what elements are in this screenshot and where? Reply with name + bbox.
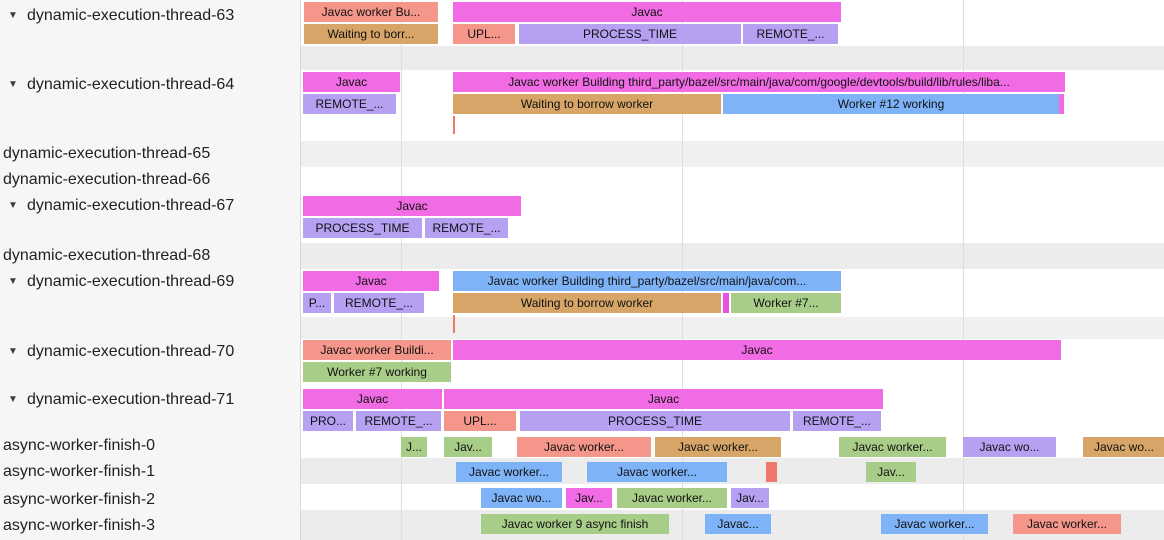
thread-row-dynamic-execution-thread-68[interactable]: dynamic-execution-thread-68	[0, 247, 300, 265]
trace-event-bar[interactable]: Javac worker...	[1013, 514, 1121, 534]
trace-event-bar[interactable]: P...	[303, 293, 331, 313]
sidebar: ▼ dynamic-execution-thread-63 ▼ dynamic-exe…	[0, 0, 300, 540]
trace-event-bar[interactable]: Worker #7 working	[303, 362, 451, 382]
trace-event-bar[interactable]: Javac worker...	[587, 462, 727, 482]
thread-name: async-worker-finish-2	[3, 491, 156, 508]
trace-event-bar[interactable]: Javac	[453, 2, 841, 22]
trace-event-tick[interactable]	[723, 293, 729, 313]
trace-event-bar[interactable]: Javac worker Building third_party/bazel/…	[453, 72, 1065, 92]
thread-row-dynamic-execution-thread-69[interactable]: ▼ dynamic-execution-thread-69	[0, 273, 300, 291]
trace-event-bar[interactable]: Javac worker...	[456, 462, 562, 482]
thread-name: dynamic-execution-thread-66	[3, 171, 211, 188]
trace-event-bar[interactable]: REMOTE_...	[356, 411, 441, 431]
thread-name: dynamic-execution-thread-65	[3, 145, 211, 162]
thread-name: dynamic-execution-thread-71	[27, 391, 235, 408]
trace-event-bar[interactable]: Javac worker...	[517, 437, 651, 457]
trace-event-tick[interactable]	[453, 315, 455, 333]
thread-name: async-worker-finish-3	[3, 517, 156, 534]
thread-name: dynamic-execution-thread-70	[27, 343, 235, 360]
trace-event-bar[interactable]: Javac worker 9 async finish	[481, 514, 669, 534]
thread-name: dynamic-execution-thread-67	[27, 197, 235, 214]
trace-event-bar[interactable]: Javac worker...	[655, 437, 781, 457]
trace-event-bar[interactable]: UPL...	[444, 411, 516, 431]
expand-triangle-icon[interactable]: ▼	[8, 10, 18, 21]
trace-event-bar[interactable]: Jav...	[444, 437, 492, 457]
thread-row-async-worker-finish-3[interactable]: async-worker-finish-3	[0, 517, 300, 535]
trace-event-bar[interactable]: Javac...	[705, 514, 771, 534]
trace-event-bar[interactable]: REMOTE_...	[334, 293, 424, 313]
thread-row-async-worker-finish-1[interactable]: async-worker-finish-1	[0, 463, 300, 481]
trace-event-bar[interactable]: PRO...	[303, 411, 353, 431]
thread-row-dynamic-execution-thread-71[interactable]: ▼ dynamic-execution-thread-71	[0, 391, 300, 409]
thread-row-async-worker-finish-2[interactable]: async-worker-finish-2	[0, 491, 300, 509]
trace-event-bar[interactable]: Javac wo...	[1083, 437, 1164, 457]
trace-event-bar[interactable]: Javac	[303, 196, 521, 216]
thread-name: async-worker-finish-0	[3, 437, 156, 454]
trace-event-bar[interactable]: Javac	[303, 389, 442, 409]
expand-triangle-icon[interactable]: ▼	[8, 276, 18, 287]
trace-event-tick[interactable]	[453, 116, 455, 134]
trace-event-bar[interactable]: REMOTE_...	[425, 218, 508, 238]
track-stripe	[301, 317, 1164, 339]
timeline-gridline	[682, 0, 683, 540]
thread-row-dynamic-execution-thread-67[interactable]: ▼ dynamic-execution-thread-67	[0, 197, 300, 215]
trace-event-bar[interactable]: UPL...	[453, 24, 515, 44]
trace-event-bar[interactable]: PROCESS_TIME	[519, 24, 741, 44]
track-stripe	[301, 141, 1164, 167]
thread-row-dynamic-execution-thread-66[interactable]: dynamic-execution-thread-66	[0, 171, 300, 189]
trace-event-bar[interactable]: Javac wo...	[963, 437, 1056, 457]
expand-triangle-icon[interactable]: ▼	[8, 79, 18, 90]
track-stripe	[301, 243, 1164, 269]
thread-row-dynamic-execution-thread-64[interactable]: ▼ dynamic-execution-thread-64	[0, 76, 300, 94]
thread-row-dynamic-execution-thread-65[interactable]: dynamic-execution-thread-65	[0, 145, 300, 163]
trace-event-bar[interactable]: REMOTE_...	[743, 24, 838, 44]
trace-event-bar[interactable]: Worker #7...	[731, 293, 841, 313]
trace-event-bar[interactable]: Javac	[453, 340, 1061, 360]
trace-event-bar[interactable]: REMOTE_...	[303, 94, 396, 114]
thread-name: dynamic-execution-thread-63	[27, 7, 235, 24]
thread-name: dynamic-execution-thread-64	[27, 76, 235, 93]
trace-event-bar[interactable]: Javac	[444, 389, 883, 409]
thread-name: dynamic-execution-thread-69	[27, 273, 235, 290]
trace-event-bar[interactable]: PROCESS_TIME	[520, 411, 790, 431]
thread-row-dynamic-execution-thread-63[interactable]: ▼ dynamic-execution-thread-63	[0, 7, 300, 25]
trace-event-bar[interactable]: Javac worker Bu...	[304, 2, 438, 22]
trace-event-bar[interactable]: Javac worker...	[617, 488, 727, 508]
thread-row-async-worker-finish-0[interactable]: async-worker-finish-0	[0, 437, 300, 455]
trace-event-bar[interactable]: Javac	[303, 271, 439, 291]
trace-event-bar[interactable]: Jav...	[866, 462, 916, 482]
trace-event-bar[interactable]: Worker #12 working	[723, 94, 1059, 114]
expand-triangle-icon[interactable]: ▼	[8, 200, 18, 211]
track-stripe	[301, 458, 1164, 484]
trace-event-tick[interactable]	[766, 462, 777, 482]
expand-triangle-icon[interactable]: ▼	[8, 394, 18, 405]
trace-event-bar[interactable]: Jav...	[566, 488, 612, 508]
trace-event-tick[interactable]	[1059, 94, 1064, 114]
thread-row-dynamic-execution-thread-70[interactable]: ▼ dynamic-execution-thread-70	[0, 343, 300, 361]
thread-name: dynamic-execution-thread-68	[3, 247, 211, 264]
trace-event-bar[interactable]: PROCESS_TIME	[303, 218, 422, 238]
trace-event-bar[interactable]: Javac worker...	[839, 437, 946, 457]
trace-event-bar[interactable]: Jav...	[731, 488, 769, 508]
trace-event-bar[interactable]: Waiting to borr...	[304, 24, 438, 44]
trace-event-bar[interactable]: Javac worker Building third_party/bazel/…	[453, 271, 841, 291]
trace-event-bar[interactable]: Javac wo...	[481, 488, 562, 508]
timeline-gridline	[963, 0, 964, 540]
trace-event-bar[interactable]: Waiting to borrow worker	[453, 94, 721, 114]
trace-event-bar[interactable]: J...	[401, 437, 427, 457]
track-stripe	[301, 46, 1164, 70]
trace-event-bar[interactable]: Javac worker...	[881, 514, 988, 534]
expand-triangle-icon[interactable]: ▼	[8, 346, 18, 357]
trace-event-bar[interactable]: Javac worker Buildi...	[303, 340, 451, 360]
timeline-gridline	[401, 0, 402, 540]
thread-name: async-worker-finish-1	[3, 463, 156, 480]
trace-event-bar[interactable]: Waiting to borrow worker	[453, 293, 721, 313]
trace-event-bar[interactable]: REMOTE_...	[793, 411, 881, 431]
trace-event-bar[interactable]: Javac	[303, 72, 400, 92]
